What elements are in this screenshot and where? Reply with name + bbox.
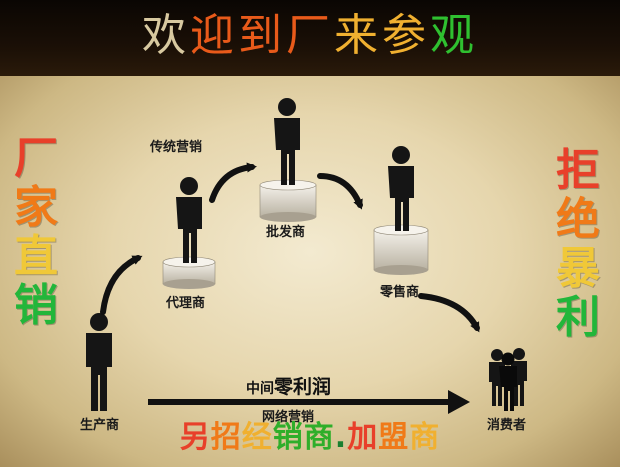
retailer-figure	[388, 146, 414, 231]
right-slogan-char: 利	[556, 292, 600, 343]
right-slogan-char: 绝	[556, 194, 600, 245]
slogan-char: 加	[347, 420, 379, 455]
title-char: 来	[334, 10, 382, 61]
zero-margin-emphasis: 零利润	[274, 376, 332, 398]
slogan-char: 另	[179, 420, 211, 455]
consumer-group	[489, 348, 527, 411]
producer-figure	[86, 313, 112, 411]
left-slogan-char: 厂	[14, 133, 58, 184]
right-slogan-char: 拒	[556, 145, 600, 196]
title-char: 厂	[286, 10, 334, 61]
slogan-char: 招	[210, 420, 242, 455]
slogan-char: 盟	[378, 420, 410, 455]
left-slogan-char: 直	[14, 231, 58, 282]
online-marketing-label: 网络营销	[262, 410, 315, 425]
arrow-agent-to-wholesaler	[209, 162, 257, 203]
wholesaler-figure	[274, 98, 300, 185]
consumer-label: 消费者	[487, 418, 527, 433]
traditional-marketing-label: 传统营销	[150, 140, 203, 155]
right-slogan: 拒 绝 暴 利	[556, 146, 600, 342]
left-slogan: 厂 家 直 销	[14, 134, 58, 330]
title-char: 观	[430, 10, 478, 61]
slogan-char: .	[334, 420, 348, 455]
title-char: 参	[382, 10, 430, 61]
title-char: 到	[238, 10, 286, 61]
arrowhead-online	[448, 390, 470, 414]
recruitment-slogan: 另招经销商.加盟商	[0, 418, 620, 458]
arrow-retailer-to-consumer	[418, 293, 480, 333]
agent-label: 代理商	[166, 296, 206, 311]
slogan-char: 商	[303, 420, 335, 455]
title-char: 欢	[142, 10, 190, 61]
right-slogan-char: 暴	[556, 243, 600, 294]
left-slogan-char: 销	[14, 280, 58, 331]
page-title: 欢迎到厂来参观	[0, 8, 620, 64]
slogan-char: 商	[409, 420, 441, 455]
zero-margin-prefix: 中间	[246, 381, 274, 397]
retailer-platform	[373, 224, 429, 275]
retailer-label: 零售商	[380, 285, 420, 300]
wholesaler-label: 批发商	[266, 225, 306, 240]
left-slogan-char: 家	[14, 182, 58, 233]
arrow-wholesaler-to-retailer	[317, 173, 363, 210]
arrow-producer-to-agent	[100, 255, 143, 315]
slogan-char: 销	[272, 420, 304, 455]
producer-label: 生产商	[80, 418, 120, 433]
title-char: 迎	[190, 10, 238, 61]
agent-figure	[176, 177, 202, 263]
slogan-char: 经	[241, 420, 273, 455]
title-bar: 欢迎到厂来参观	[0, 0, 620, 78]
zero-margin-label: 中间零利润	[246, 372, 331, 399]
wholesaler-platform	[259, 179, 317, 222]
